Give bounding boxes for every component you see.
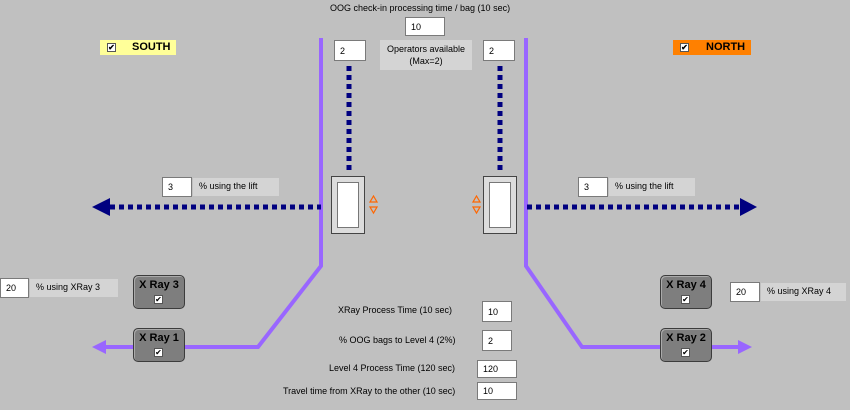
oog-level4-input[interactable] (482, 330, 512, 351)
north-lift-arrowhead (740, 198, 757, 216)
xray4-panel[interactable]: X Ray 4 ✔ (660, 275, 712, 309)
xray-time-input[interactable] (482, 301, 512, 322)
south-lift-updown-icon (369, 195, 378, 215)
travel-time-label: Travel time from XRay to the other (10 s… (283, 386, 456, 396)
south-lift-door (337, 182, 359, 228)
north-operators-input[interactable] (483, 40, 515, 61)
xray4-percent-label: % using XRay 4 (761, 283, 846, 301)
travel-time-input[interactable] (477, 382, 517, 400)
xray-time-label: XRay Process Time (10 sec) (338, 305, 453, 315)
north-label: NORTH (706, 41, 746, 53)
level4-time-input[interactable] (477, 360, 517, 378)
xray2-label: X Ray 2 (666, 332, 706, 344)
north-lift-percent-label: % using the lift (609, 178, 695, 196)
south-direction-toggle[interactable]: ✔ SOUTH (100, 40, 176, 55)
north-direction-toggle[interactable]: ✔ NORTH (673, 40, 751, 55)
south-label: SOUTH (132, 41, 171, 53)
xray3-percent-label: % using XRay 3 (30, 279, 118, 297)
xray1-panel[interactable]: X Ray 1 ✔ (133, 328, 185, 362)
checkin-time-label: OOG check-in processing time / bag (10 s… (330, 3, 511, 13)
operators-label: Operators available (Max=2) (380, 40, 472, 70)
xray1-label: X Ray 1 (139, 332, 179, 344)
south-operators-input[interactable] (334, 40, 366, 61)
xray2-checkbox[interactable]: ✔ (681, 348, 690, 357)
south-lift[interactable] (331, 176, 365, 234)
xray3-panel[interactable]: X Ray 3 ✔ (133, 275, 185, 309)
xray4-percent-input[interactable] (730, 282, 760, 302)
xray3-percent-input[interactable] (0, 278, 29, 298)
operators-label-line2: (Max=2) (409, 56, 443, 66)
operators-label-line1: Operators available (386, 44, 466, 54)
north-lift-percent-input[interactable] (578, 177, 608, 197)
south-lift-percent-input[interactable] (162, 177, 192, 197)
level4-time-label: Level 4 Process Time (120 sec) (329, 363, 456, 373)
north-checkbox[interactable]: ✔ (680, 43, 689, 52)
north-belt-arrowhead (738, 340, 752, 354)
xray4-label: X Ray 4 (666, 279, 706, 291)
xray3-checkbox[interactable]: ✔ (154, 295, 163, 304)
south-checkbox[interactable]: ✔ (107, 43, 116, 52)
north-lift-door (489, 182, 511, 228)
south-lift-percent-label: % using the lift (193, 178, 279, 196)
xray4-checkbox[interactable]: ✔ (681, 295, 690, 304)
north-lift[interactable] (483, 176, 517, 234)
xray2-panel[interactable]: X Ray 2 ✔ (660, 328, 712, 362)
xray1-checkbox[interactable]: ✔ (154, 348, 163, 357)
oog-level4-label: % OOG bags to Level 4 (2%) (339, 335, 456, 345)
xray3-label: X Ray 3 (139, 279, 179, 291)
south-lift-arrowhead (92, 198, 110, 216)
north-lift-updown-icon (472, 195, 481, 215)
checkin-time-input[interactable] (405, 17, 445, 36)
south-belt-arrowhead (92, 340, 106, 354)
